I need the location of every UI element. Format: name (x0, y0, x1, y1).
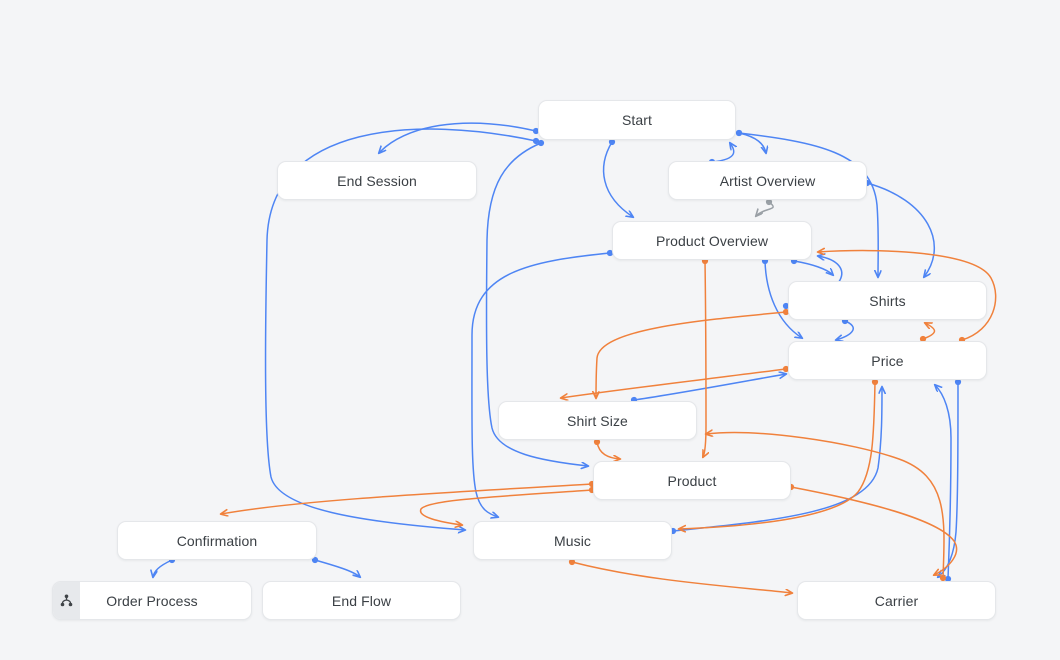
node-shirt-size[interactable]: Shirt Size (498, 401, 697, 440)
edge-product-overview-to-product[interactable] (703, 260, 706, 457)
node-price[interactable]: Price (788, 341, 987, 380)
edge-source-dot (871, 378, 879, 386)
edge-product-to-confirmation[interactable] (221, 483, 593, 514)
edge-music-to-price[interactable] (672, 387, 882, 532)
edge-source-dot (944, 575, 952, 583)
edge-source-dot (954, 378, 962, 386)
edge-source-dot (735, 129, 743, 137)
edge-shirt-size-to-price[interactable] (633, 374, 786, 401)
node-label: End Flow (331, 592, 392, 609)
edge-product-to-carrier[interactable] (790, 486, 958, 575)
node-carrier[interactable]: Carrier (797, 581, 996, 620)
edge-price-to-music[interactable] (679, 381, 876, 529)
edge-product-overview-to-shirts[interactable] (793, 260, 833, 275)
edge-source-dot (532, 137, 540, 145)
node-label: End Session (337, 172, 417, 189)
edge-source-dot (311, 556, 319, 564)
edge-shirt-size-to-product[interactable] (596, 441, 620, 459)
edge-price-to-shirts[interactable] (922, 323, 936, 340)
flow-icon (53, 582, 80, 619)
edge-source-dot (537, 139, 545, 147)
edge-start-to-music[interactable] (264, 128, 537, 530)
node-product[interactable]: Product (593, 461, 791, 500)
edge-confirmation-to-end-flow[interactable] (314, 559, 360, 577)
edge-price-to-product-overview[interactable] (818, 251, 997, 341)
edge-source-dot (593, 438, 601, 446)
edge-price-to-shirt-size[interactable] (561, 368, 787, 398)
node-shirts[interactable]: Shirts (788, 281, 987, 320)
edge-source-dot (532, 127, 540, 135)
edge-artist-overview-to-shirts[interactable] (866, 182, 935, 277)
edge-music-to-carrier[interactable] (571, 561, 792, 593)
edge-artist-overview-to-start[interactable] (711, 143, 734, 163)
edge-source-dot (606, 249, 614, 257)
edge-source-dot (608, 138, 616, 146)
node-product-overview[interactable]: Product Overview (612, 221, 812, 260)
edge-product-overview-to-price[interactable] (764, 260, 802, 338)
node-start[interactable]: Start (538, 100, 736, 140)
edge-source-dot (782, 365, 790, 373)
edge-product-to-music[interactable] (419, 489, 593, 525)
edge-confirmation-to-order-process[interactable] (153, 559, 173, 577)
node-label: Carrier (874, 592, 919, 609)
edge-source-dot (919, 335, 927, 343)
edge-shirts-to-shirt-size[interactable] (596, 311, 787, 398)
edge-carrier-to-price[interactable] (935, 385, 952, 580)
edge-source-dot (782, 308, 790, 316)
edge-source-dot (568, 558, 576, 566)
edge-start-to-product[interactable] (485, 142, 588, 466)
edge-source-dot (765, 198, 773, 206)
node-label: Order Process (106, 592, 198, 609)
edge-start-to-product-overview[interactable] (602, 141, 633, 217)
node-order-process[interactable]: Order Process (52, 581, 252, 620)
edge-source-dot (782, 302, 790, 310)
node-label: Start (621, 112, 653, 128)
edge-product-overview-to-music[interactable] (471, 252, 611, 517)
node-end-session[interactable]: End Session (277, 161, 477, 200)
node-artist-overview[interactable]: Artist Overview (668, 161, 867, 200)
node-label: Shirt Size (567, 412, 628, 429)
node-label: Artist Overview (719, 172, 816, 189)
node-label: Price (871, 352, 904, 369)
node-confirmation[interactable]: Confirmation (117, 521, 317, 560)
node-label: Product (667, 472, 717, 489)
edge-source-dot (939, 574, 947, 582)
edge-start-to-end-session[interactable] (379, 122, 537, 153)
edge-carrier-to-shirt-size[interactable] (706, 433, 945, 579)
node-label: Confirmation (176, 532, 258, 549)
node-label: Shirts (869, 292, 906, 309)
node-end-flow[interactable]: End Flow (262, 581, 461, 620)
node-label: Music (553, 532, 592, 549)
node-music[interactable]: Music (473, 521, 672, 560)
node-label: Product Overview (655, 232, 769, 249)
edge-shirts-to-price[interactable] (836, 320, 854, 340)
